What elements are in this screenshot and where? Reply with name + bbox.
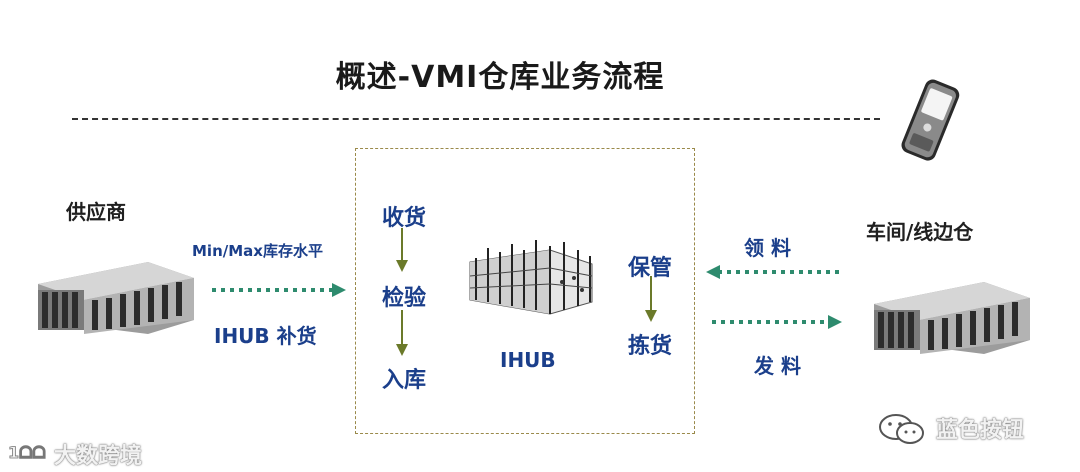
page-title: 概述-VMI仓库业务流程: [335, 60, 665, 95]
workshop-label: 车间/线边仓: [866, 220, 974, 244]
flow-arrow-inspect-stockin: [396, 310, 408, 356]
step-stock-in: 入库: [382, 368, 427, 393]
title-divider: [72, 118, 880, 120]
ihub-label: IHUB: [500, 348, 556, 372]
mobile-phone-icon: [901, 79, 960, 161]
ihub-warehouse-icon: [469, 240, 593, 315]
material-issue-arrow: [712, 315, 842, 329]
watermark-left: 大数跨境: [54, 444, 143, 469]
svg-text:1ᗝᗝ: 1ᗝᗝ: [8, 443, 46, 462]
step-pick: 拣货: [628, 334, 673, 359]
material-request-label: 领 料: [744, 236, 791, 260]
watermark-right: 蓝色按钮: [936, 418, 1025, 443]
material-issue-label: 发 料: [754, 354, 801, 378]
ihub-replenish-label: IHUB 补货: [214, 324, 317, 348]
replenish-arrow: [212, 283, 346, 297]
minmax-stock-level-label: Min/Max库存水平: [192, 242, 323, 260]
flow-arrow-receive-inspect: [396, 228, 408, 272]
flow-arrow-keep-pick: [645, 276, 657, 322]
watermark-logo-icon: 1ᗝᗝ: [8, 443, 47, 463]
supplier-building-icon: [38, 262, 194, 334]
step-receive: 收货: [382, 206, 427, 231]
wechat-icon: [879, 414, 924, 444]
workshop-building-icon: [874, 282, 1030, 354]
step-inspect: 检验: [382, 286, 427, 311]
warehouse-process-box: [355, 148, 695, 434]
supplier-label: 供应商: [66, 200, 126, 224]
material-request-arrow: [706, 265, 840, 279]
